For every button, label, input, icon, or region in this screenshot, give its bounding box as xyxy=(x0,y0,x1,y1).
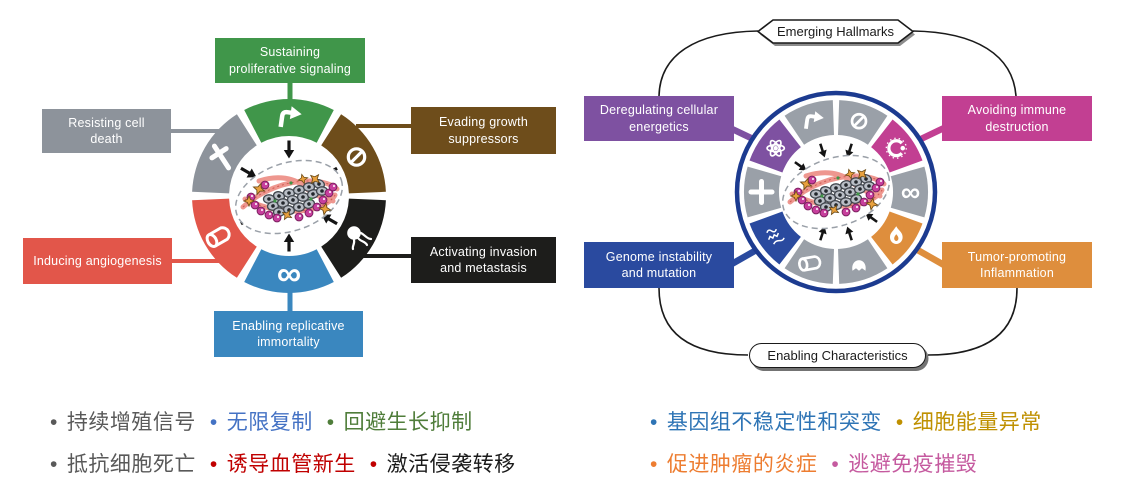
emerging-hallmarks-label: Emerging Hallmarks xyxy=(758,20,913,43)
legend-left-row-1: • 持续增殖信号 • 无限复制 • 回避生长抑制 xyxy=(50,410,473,436)
immune-cell-icon xyxy=(885,137,907,159)
box-label: Activating invasion and metastasis xyxy=(429,244,538,275)
bullet-icon: • xyxy=(209,453,218,476)
box-evading-growth-suppressors: Evading growth suppressors xyxy=(411,107,556,154)
box-deregulating-cellular-energetics: Deregulating cellular energetics xyxy=(584,96,734,141)
box-label: Avoiding immune destruction xyxy=(967,103,1067,134)
dna-icon xyxy=(766,228,785,245)
blood-vessel-icon xyxy=(798,255,822,272)
box-label: Inducing angiogenesis xyxy=(33,253,162,268)
bullet-icon: • xyxy=(831,453,840,476)
legend-right-row-2: • 促进肿瘤的炎症 • 逃避免疫摧毁 xyxy=(650,452,977,478)
legend-term: 诱导血管新生 xyxy=(226,453,356,476)
box-enabling-replicative-immortality: Enabling replicative immortality xyxy=(214,311,363,357)
invading-cell-icon xyxy=(347,226,373,251)
right-ring xyxy=(744,100,928,284)
segment-genome-instability xyxy=(749,211,801,265)
box-resisting-cell-death: Resisting cell death xyxy=(42,109,171,153)
legend-term: 促进肿瘤的炎症 xyxy=(666,453,818,476)
prohibition-icon xyxy=(346,147,367,167)
infinity-icon: ∞ xyxy=(901,177,920,207)
prohibition-icon xyxy=(850,112,868,130)
segment-sustaining-proliferative-signaling xyxy=(244,99,334,143)
segment-angiogenesis-gray xyxy=(784,239,834,284)
segment-evading-growth-suppressors xyxy=(321,114,386,194)
box-tumor-promoting-inflammation: Tumor-promoting Inflammation xyxy=(942,242,1092,288)
segment-avoiding-immune-destruction xyxy=(871,119,923,173)
box-label: Genome instability and mutation xyxy=(605,249,713,280)
bullet-icon: • xyxy=(326,411,335,434)
legend-left-row-2: • 抵抗细胞死亡 • 诱导血管新生 • 激活侵袭转移 xyxy=(50,452,516,478)
legend-item: • 持续增殖信号 xyxy=(50,410,196,436)
emerging-hallmarks-hexagon xyxy=(756,19,915,44)
box-avoiding-immune-destruction: Avoiding immune destruction xyxy=(942,96,1092,141)
blood-vessel-icon xyxy=(205,226,231,249)
bullet-icon: • xyxy=(650,453,658,476)
cross-icon xyxy=(748,179,775,205)
legend-term: 抵抗细胞死亡 xyxy=(66,453,196,476)
legend-item: • 基因组不稳定性和突变 xyxy=(650,410,882,436)
header-text: Emerging Hallmarks xyxy=(776,24,895,39)
box-label: Sustaining proliferative signaling xyxy=(228,45,352,76)
legend-term: 基因组不稳定性和突变 xyxy=(666,411,882,434)
segment-enabling-replicative-immortality xyxy=(244,249,334,293)
bullet-icon: • xyxy=(50,411,58,434)
ghost-cell-icon xyxy=(852,260,866,271)
legend-term: 回避生长抑制 xyxy=(343,411,473,434)
right-curved-connectors xyxy=(658,30,1018,356)
segment-resisting-cell-death xyxy=(192,114,257,194)
enabling-characteristics-label: Enabling Characteristics xyxy=(749,343,926,368)
box-label: Deregulating cellular energetics xyxy=(599,103,719,134)
legend-term: 持续增殖信号 xyxy=(66,411,196,434)
right-ring-icons: ∞ xyxy=(748,111,920,272)
left-ring-icons: ∞ xyxy=(205,106,373,293)
segment-inducing-angiogenesis xyxy=(192,198,257,278)
infinity-icon: ∞ xyxy=(277,255,301,293)
box-activating-invasion-metastasis: Activating invasion and metastasis xyxy=(411,237,556,283)
segment-suppressors-gray xyxy=(838,100,888,145)
cross-icon xyxy=(209,143,232,171)
segment-signaling-gray xyxy=(784,100,834,145)
box-label: Tumor-promoting Inflammation xyxy=(967,249,1067,280)
segment-deregulating-energetics xyxy=(749,119,801,173)
flame-icon xyxy=(889,226,903,244)
box-label: Resisting cell death xyxy=(68,115,145,146)
legend-item: • 无限复制 xyxy=(210,410,313,436)
bent-arrow-icon xyxy=(278,106,302,128)
box-genome-instability-mutation: Genome instability and mutation xyxy=(584,242,734,288)
bullet-icon: • xyxy=(895,411,904,434)
legend-item: • 促进肿瘤的炎症 xyxy=(650,452,817,478)
bent-arrow-icon xyxy=(804,111,824,130)
box-sustaining-proliferative-signaling: Sustaining proliferative signaling xyxy=(215,38,365,83)
legend-item: • 回避生长抑制 xyxy=(327,410,473,436)
box-label: Enabling replicative immortality xyxy=(232,318,345,349)
segment-immortality-gray xyxy=(890,166,928,218)
legend-item: • 逃避免疫摧毁 xyxy=(831,452,977,478)
legend-right-row-1: • 基因组不稳定性和突变 • 细胞能量异常 xyxy=(650,410,1042,436)
atom-icon xyxy=(766,139,786,157)
legend-term: 细胞能量异常 xyxy=(912,411,1042,434)
header-text: Enabling Characteristics xyxy=(767,348,908,363)
box-inducing-angiogenesis: Inducing angiogenesis xyxy=(23,238,172,284)
legend-item: • 细胞能量异常 xyxy=(896,410,1042,436)
legend-term: 无限复制 xyxy=(226,411,313,434)
box-label: Evading growth suppressors xyxy=(439,115,528,146)
bullet-icon: • xyxy=(209,411,218,434)
bullet-icon: • xyxy=(650,411,658,434)
legend-term: 逃避免疫摧毁 xyxy=(848,453,978,476)
bullet-icon: • xyxy=(50,453,58,476)
legend-item: • 激活侵袭转移 xyxy=(370,452,516,478)
legend-term: 激活侵袭转移 xyxy=(386,453,516,476)
legend-item: • 诱导血管新生 xyxy=(210,452,356,478)
legend-item: • 抵抗细胞死亡 xyxy=(50,452,196,478)
bullet-icon: • xyxy=(369,453,378,476)
